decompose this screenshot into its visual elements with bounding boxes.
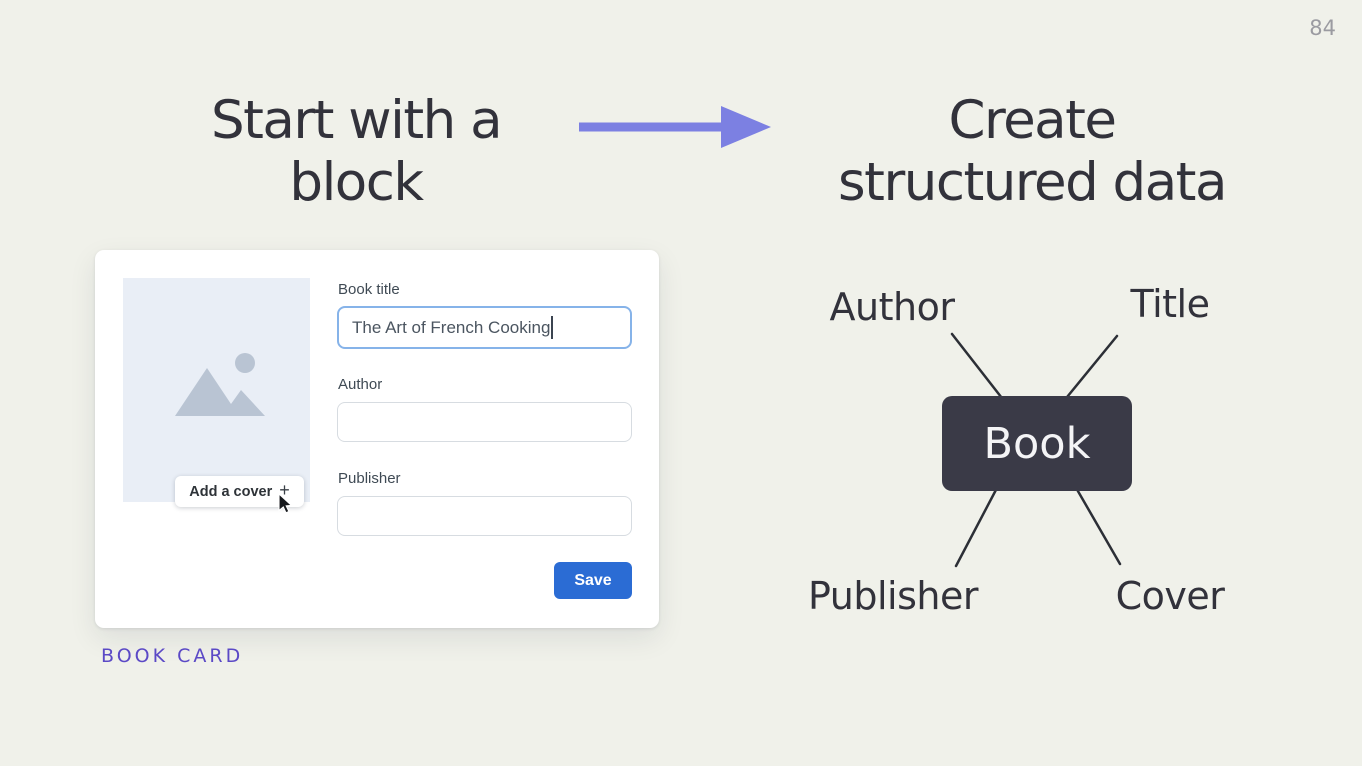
- book-title-input[interactable]: The Art of French Cooking: [337, 306, 632, 349]
- book-form: Book title The Art of French Cooking Aut…: [337, 250, 632, 628]
- book-title-value: The Art of French Cooking: [352, 317, 551, 337]
- arrow-right-icon: [579, 106, 771, 148]
- heading-create-structured-data: Create structured data: [811, 90, 1253, 214]
- diagram-center-node-book: Book: [942, 396, 1132, 491]
- diagram-node-author: Author: [829, 285, 955, 329]
- author-input[interactable]: [337, 402, 632, 442]
- publisher-input[interactable]: [337, 496, 632, 536]
- book-node-label: Book: [983, 418, 1091, 469]
- heading-start-with-a-block: Start with a block: [136, 90, 576, 214]
- cover-placeholder: Add a cover +: [123, 278, 310, 514]
- publisher-label: Publisher: [338, 470, 401, 487]
- author-label: Author: [338, 376, 383, 393]
- heading-right-line1: Create: [948, 90, 1117, 151]
- text-caret: [551, 316, 553, 339]
- diagram-node-title: Title: [1130, 282, 1210, 326]
- mouse-cursor-icon: [278, 494, 293, 514]
- image-placeholder-icon: [175, 353, 265, 416]
- add-cover-label: Add a cover: [189, 483, 273, 500]
- save-button[interactable]: Save: [554, 562, 632, 599]
- plus-icon: +: [279, 480, 290, 500]
- heading-left-line1: Start with a: [210, 90, 503, 151]
- page-number: 84: [1309, 16, 1336, 40]
- book-card: Add a cover + Book title The Art of Fren…: [95, 250, 659, 628]
- diagram-node-publisher: Publisher: [808, 574, 978, 618]
- heading-left-line2: block: [289, 152, 424, 213]
- book-card-caption: BOOK CARD: [101, 645, 244, 667]
- book-title-label: Book title: [338, 281, 400, 298]
- heading-right-line2: structured data: [838, 152, 1227, 213]
- diagram-node-cover: Cover: [1115, 574, 1225, 618]
